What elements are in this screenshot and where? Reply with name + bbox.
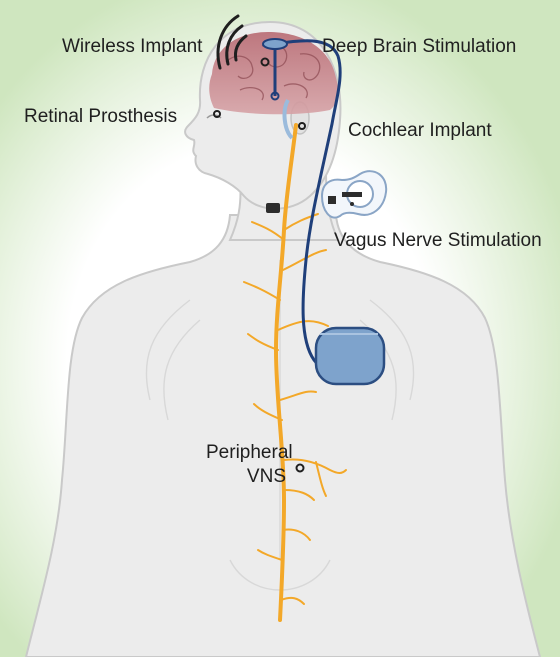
label-deep-brain-stimulation: Deep Brain Stimulation xyxy=(322,36,516,58)
label-cochlear-implant: Cochlear Implant xyxy=(348,120,492,142)
label-wireless-implant: Wireless Implant xyxy=(62,36,202,58)
label-peripheral-vns-line1: Peripheral xyxy=(206,442,286,464)
label-peripheral-vns-line2: VNS xyxy=(206,466,286,488)
vns-neck-cuff xyxy=(266,203,280,213)
label-retinal-prosthesis: Retinal Prosthesis xyxy=(24,106,177,128)
implanted-pulse-generator-icon xyxy=(316,328,384,384)
label-vagus-nerve-stimulation: Vagus Nerve Stimulation xyxy=(334,230,542,252)
dbs-burr-cap xyxy=(263,39,287,49)
